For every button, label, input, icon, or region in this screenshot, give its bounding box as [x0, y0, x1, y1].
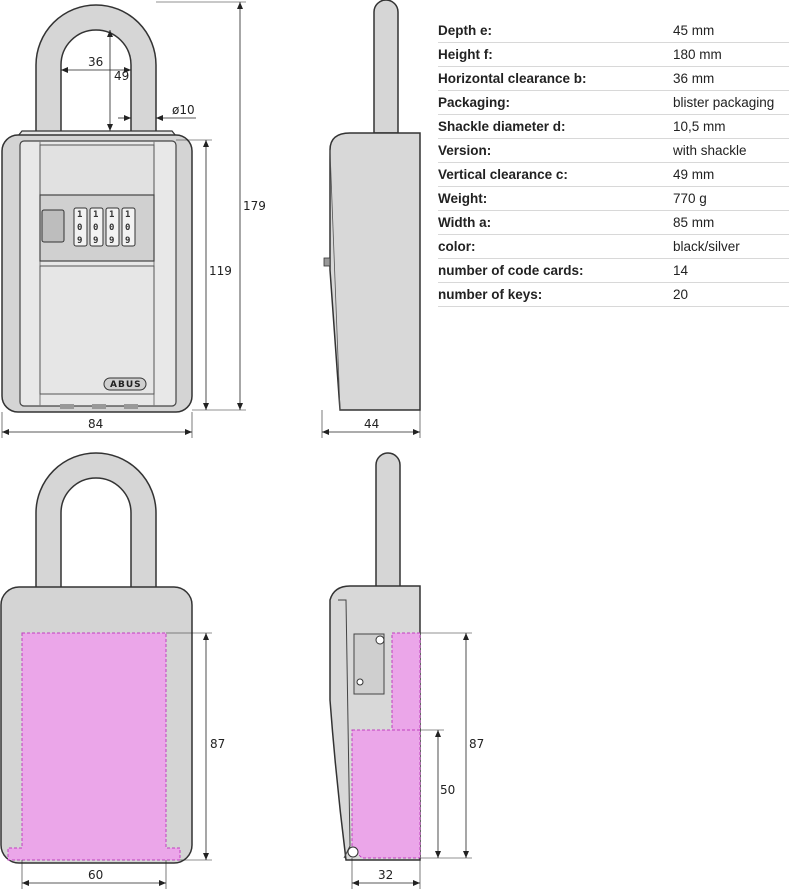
abus-logo-text: ABUS [110, 380, 142, 390]
code-dials: 1 1 1 1 0 0 0 0 9 9 9 9 [73, 207, 136, 247]
spec-value: black/silver [673, 234, 789, 259]
spec-table: Depth e:45 mm Height f:180 mm Horizontal… [438, 19, 789, 307]
spec-value: 180 mm [673, 42, 789, 67]
table-row: Horizontal clearance b:36 mm [438, 66, 789, 91]
upper-lid [39, 144, 155, 196]
spec-value: 36 mm [673, 66, 789, 91]
spec-value: 14 [673, 258, 789, 283]
key-compartment [7, 632, 181, 861]
dial-digit: 1 [77, 210, 82, 220]
spec-label: Horizontal clearance b: [438, 66, 673, 91]
spec-value: 770 g [673, 186, 789, 211]
table-row: Depth e:45 mm [438, 19, 789, 43]
spec-label: Weight: [438, 186, 673, 211]
dim-label-shackle-dia: ø10 [172, 103, 195, 117]
spec-value: 20 [673, 282, 789, 307]
table-row: Version:with shackle [438, 138, 789, 163]
dim-label-clearance-h: 36 [88, 55, 103, 69]
spec-label: Shackle diameter d: [438, 114, 673, 139]
dim-label-inner-height: 87 [210, 737, 225, 751]
dial-digit: 0 [109, 223, 114, 233]
inner-wall [338, 599, 351, 859]
spec-value: 10,5 mm [673, 114, 789, 139]
dial-digit: 1 [125, 210, 130, 220]
spec-label: Packaging: [438, 90, 673, 115]
spec-value: 45 mm [673, 19, 789, 43]
dim-label-inner-depth: 32 [378, 868, 393, 882]
shackle [35, 452, 157, 589]
dial-digit: 9 [125, 236, 130, 246]
spec-label: Version: [438, 138, 673, 163]
dial-digit: 0 [93, 223, 98, 233]
spec-label: color: [438, 234, 673, 259]
release-button [41, 209, 65, 243]
dial-digit: 0 [77, 223, 82, 233]
table-row: number of keys:20 [438, 282, 789, 307]
side-view-top: 44 [321, 0, 421, 438]
dial-digit: 1 [109, 210, 114, 220]
table-row: Shackle diameter d:10,5 mm [438, 114, 789, 139]
side-body [329, 132, 421, 411]
spec-value: with shackle [673, 138, 789, 163]
spec-label: Depth e: [438, 19, 673, 43]
dim-label-total-height: 179 [243, 199, 266, 213]
front-view-top: 1 1 1 1 0 0 0 0 9 9 9 9 ABUS 36 49 ø10 [1, 1, 266, 438]
spec-label: Width a: [438, 210, 673, 235]
spec-label: Vertical clearance c: [438, 162, 673, 187]
spec-value: 49 mm [673, 162, 789, 187]
table-row: number of code cards:14 [438, 258, 789, 283]
table-row: Vertical clearance c:49 mm [438, 162, 789, 187]
side-shackle [375, 452, 401, 589]
spec-label: number of code cards: [438, 258, 673, 283]
spec-value: blister packaging [673, 90, 789, 115]
dial-digit: 1 [93, 210, 98, 220]
table-row: Packaging:blister packaging [438, 90, 789, 115]
dim-label-width: 84 [88, 417, 103, 431]
side-view-bottom: 87 50 32 [329, 452, 484, 889]
dim-label-lower-height: 50 [440, 783, 455, 797]
table-row: Height f:180 mm [438, 42, 789, 67]
dial-digit: 9 [93, 236, 98, 246]
abus-logo [103, 377, 147, 391]
lower-door [39, 265, 155, 395]
key-compartment-lower [351, 729, 421, 859]
table-row: Width a:85 mm [438, 210, 789, 235]
dim-label-body-height: 119 [209, 264, 232, 278]
spec-label: number of keys: [438, 282, 673, 307]
table-row: color:black/silver [438, 234, 789, 259]
dim-label-depth: 44 [364, 417, 379, 431]
key-compartment-upper [391, 632, 421, 731]
dial-digit: 0 [125, 223, 130, 233]
dim-label-inner-height: 87 [469, 737, 484, 751]
side-shackle [373, 0, 399, 134]
spec-value: 85 mm [673, 210, 789, 235]
dim-label-clearance-v: 49 [114, 69, 129, 83]
table-row: Weight:770 g [438, 186, 789, 211]
shackle [35, 4, 157, 134]
dial-digit: 9 [109, 236, 114, 246]
spec-label: Height f: [438, 42, 673, 67]
dial-digit: 9 [77, 236, 82, 246]
front-view-bottom: 87 60 [0, 452, 225, 889]
dim-label-inner-width: 60 [88, 868, 103, 882]
